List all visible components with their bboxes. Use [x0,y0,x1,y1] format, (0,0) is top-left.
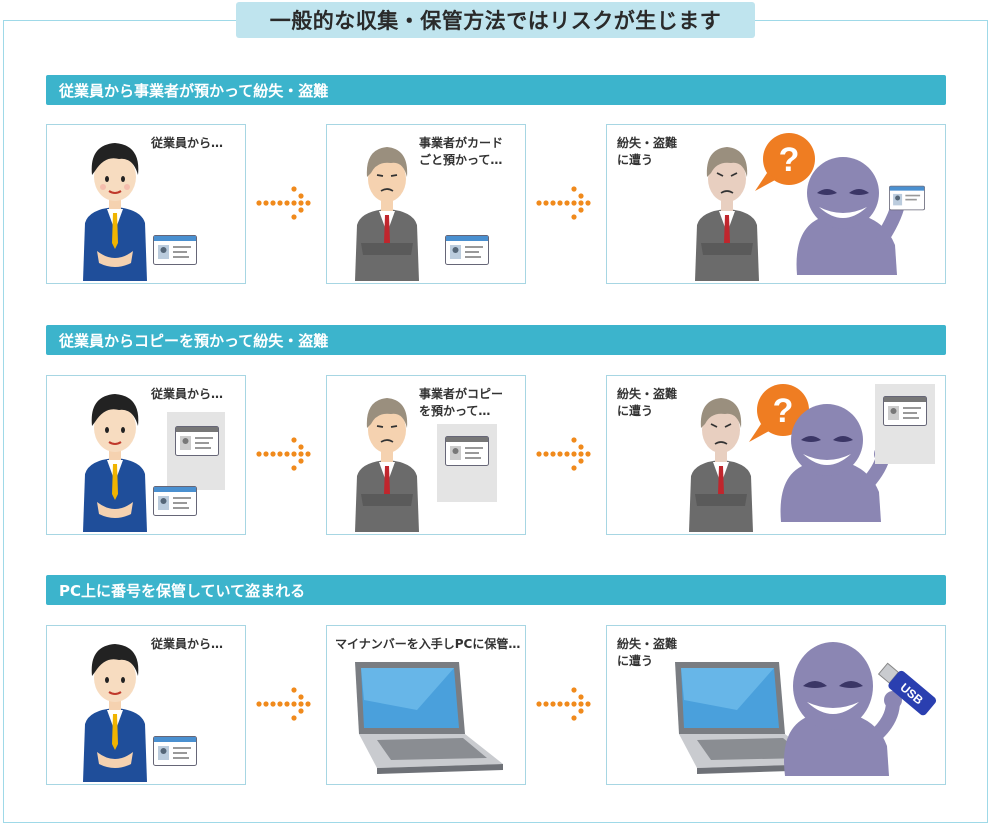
panel-employer-2: 事業者がコピー を預かって… [326,375,526,535]
employee-figure [83,394,147,532]
step-caption: 紛失・盗難 に遭う [617,136,678,167]
employer-worried-figure [695,147,759,281]
id-card-icon [153,235,197,265]
question-mark: ? [773,392,794,430]
employer-worried-figure [689,398,753,532]
employee-figure [83,143,147,281]
id-card-icon [153,736,197,766]
id-card-copy-icon [175,426,219,456]
step-caption: 従業員から… [151,136,224,150]
step-caption: 従業員から… [151,387,224,401]
step-caption: 従業員から… [151,637,224,651]
section-heading-2: 従業員からコピーを預かって紛失・盗難 [46,325,946,355]
panel-theft-1: 紛失・盗難 に遭う ? [606,124,946,284]
question-bubble: ? [755,133,815,191]
id-card-copy-icon [883,396,927,426]
laptop-icon [675,662,823,774]
id-card-copy-icon [445,436,489,466]
dotted-arrow [536,687,591,721]
dotted-arrow [256,687,311,721]
employer-figure [355,147,419,281]
dotted-arrow [536,186,591,220]
panel-employee-3: 従業員から… [46,625,246,785]
dotted-arrow [536,437,591,471]
panel-employer-1: 事業者がカード ごと預かって… [326,124,526,284]
panel-employee-1: 従業員から… [46,124,246,284]
panel-theft-2: 紛失・盗難 に遭う ? [606,375,946,535]
employer-figure [355,398,419,532]
usb-drive-icon: USB [877,662,937,716]
step-caption: 紛失・盗難 に遭う [617,387,678,418]
id-card-icon [445,235,489,265]
laptop-icon [355,662,503,774]
main-title: 一般的な収集・保管方法ではリスクが生じます [236,2,755,38]
panel-theft-3: 紛失・盗難 に遭う USB [606,625,946,785]
section-heading-1: 従業員から事業者が預かって紛失・盗難 [46,75,946,105]
thief-silhouette [784,642,902,776]
thief-silhouette [796,157,908,275]
employee-figure [83,644,147,782]
section-heading-3: PC上に番号を保管していて盗まれる [46,575,946,605]
step-caption: 事業者がコピー を預かって… [419,387,504,418]
panel-laptop: マイナンバーを入手しPCに保管… [326,625,526,785]
dotted-arrow [256,186,311,220]
id-card-icon [153,486,197,516]
step-caption: マイナンバーを入手しPCに保管… [335,637,521,651]
dotted-arrow [256,437,311,471]
panel-employee-2: 従業員から… [46,375,246,535]
step-caption: 紛失・盗難 に遭う [617,637,678,668]
step-caption: 事業者がカード ごと預かって… [419,136,504,167]
question-mark: ? [779,141,800,179]
id-card-icon [889,185,925,211]
